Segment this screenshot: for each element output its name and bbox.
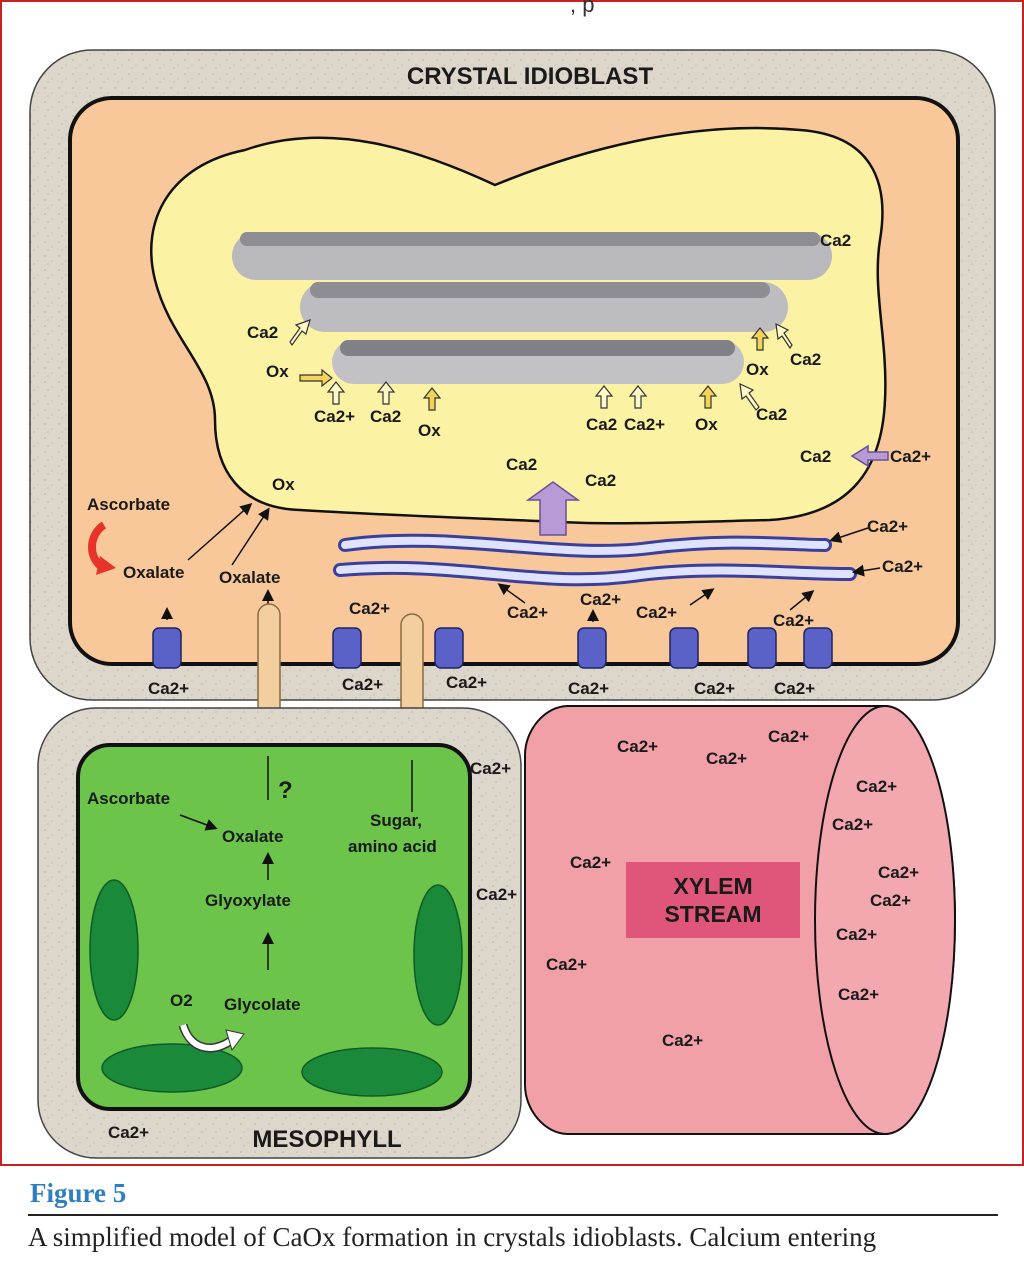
calcium-channel — [747, 627, 777, 669]
chloroplast — [89, 879, 139, 1021]
label-ca2: Ca2 — [586, 415, 617, 434]
label-ca2plus: Ca2+ — [446, 673, 487, 692]
calcium-channel — [434, 627, 464, 669]
ascorbate-label: Ascorbate — [87, 789, 170, 808]
label-ca2plus: Ca2+ — [617, 737, 658, 756]
label-ca2plus: Ca2+ — [570, 853, 611, 872]
label-ox: Ox — [418, 421, 441, 440]
sugar-label: Sugar, — [370, 811, 422, 830]
calcium-channel — [669, 627, 699, 669]
glyoxylate-label: Glyoxylate — [205, 891, 291, 910]
label-ox: Ox — [746, 360, 769, 379]
label-ca2plus: Ca2+ — [507, 603, 548, 622]
label-ca2: Ca2 — [506, 455, 537, 474]
glycolate-label: Glycolate — [224, 995, 301, 1014]
label-ca2plus: Ca2+ — [832, 815, 873, 834]
calcium-channels — [152, 627, 833, 669]
label-ox: Ox — [695, 415, 718, 434]
chloroplast — [301, 1047, 443, 1097]
figure-title: Figure 5 — [30, 1178, 127, 1208]
ascorbate-label: Ascorbate — [87, 495, 170, 514]
label-ca2plus: Ca2+ — [470, 759, 511, 778]
label-ca2plus: Ca2+ — [636, 603, 677, 622]
xylem-title-line2: STREAM — [664, 901, 761, 927]
vacuole-labels: Ca2 Ca2 Ox Ox Ca2 Ca2+ Ca2 Ox Ca2 Ca2+ O… — [247, 231, 931, 494]
oxalate-label: Oxalate — [123, 563, 184, 582]
header-fragment: , p — [570, 0, 594, 17]
mesophyll-cell — [76, 743, 472, 1111]
figure-caption: A simplified model of CaOx formation in … — [28, 1222, 877, 1252]
label-ca2: Ca2 — [800, 447, 831, 466]
label-ca2plus: Ca2+ — [108, 1123, 149, 1142]
mesophyll-labels: ? Ascorbate Oxalate Sugar, amino acid Gl… — [87, 759, 517, 1142]
figure-border — [0, 0, 1024, 1166]
o2-label: O2 — [170, 991, 193, 1010]
chloroplast — [101, 1043, 243, 1093]
xylem-label-box — [626, 862, 800, 938]
oxalate-label: Oxalate — [222, 827, 283, 846]
label-ca2: Ca2 — [247, 323, 278, 342]
label-ca2plus: Ca2+ — [546, 955, 587, 974]
label-ca2: Ca2 — [585, 471, 616, 490]
chloroplasts — [89, 879, 463, 1097]
label-ca2plus: Ca2+ — [662, 1031, 703, 1050]
label-ca2plus: Ca2+ — [694, 679, 735, 698]
calcium-channel — [332, 627, 362, 669]
label-ca2plus: Ca2+ — [349, 599, 390, 618]
tonoplast-import-arrow — [850, 444, 889, 468]
label-ca2plus: Ca2+ — [314, 407, 355, 426]
endoplasmic-reticulum — [333, 533, 857, 587]
xylem-vessel-end — [814, 705, 956, 1135]
calcium-channel — [577, 627, 607, 669]
label-ca2plus: Ca2+ — [878, 863, 919, 882]
label-ca2plus: Ca2+ — [867, 517, 908, 536]
mesophyll-title: MESOPHYLL — [252, 1126, 401, 1153]
label-ca2plus: Ca2+ — [838, 985, 879, 1004]
xylem-title-line1: XYLEM — [673, 873, 752, 899]
label-ca2plus: Ca2+ — [836, 925, 877, 944]
label-ca2plus: Ca2+ — [624, 415, 665, 434]
uptake-arrows — [289, 319, 793, 411]
label-ca2plus: Ca2+ — [870, 891, 911, 910]
label-ca2plus: Ca2+ — [568, 679, 609, 698]
label-ca2plus: Ca2+ — [706, 749, 747, 768]
vacuole-import-arrow — [525, 481, 581, 536]
calcium-channel — [803, 627, 833, 669]
crystals — [232, 232, 832, 384]
label-ca2: Ca2 — [756, 405, 787, 424]
question-mark: ? — [278, 777, 293, 804]
cytoplasm-labels: Ascorbate Oxalate Oxalate Ca2+ Ca2+ Ca2+… — [87, 495, 923, 630]
label-ca2plus: Ca2+ — [148, 679, 189, 698]
label-ca2plus: Ca2+ — [768, 727, 809, 746]
caption-divider — [28, 1214, 998, 1216]
calcium-channel — [152, 627, 182, 669]
amino-acid-label: amino acid — [348, 837, 437, 856]
label-ca2: Ca2 — [820, 231, 851, 250]
label-ca2plus: Ca2+ — [890, 447, 931, 466]
label-ca2: Ca2 — [790, 350, 821, 369]
idioblast-title: CRYSTAL IDIOBLAST — [407, 63, 654, 90]
label-ox: Ox — [266, 362, 289, 381]
label-ca2plus: Ca2+ — [774, 679, 815, 698]
label-ca2plus: Ca2+ — [882, 557, 923, 576]
oxalate-label: Oxalate — [219, 568, 280, 587]
label-ca2plus: Ca2+ — [342, 675, 383, 694]
xylem-labels: Ca2+ Ca2+ Ca2+ Ca2+ Ca2+ Ca2+ Ca2+ Ca2+ … — [546, 727, 919, 1050]
label-ca2plus: Ca2+ — [476, 885, 517, 904]
label-ca2plus: Ca2+ — [856, 777, 897, 796]
membrane-labels: Ca2+ Ca2+ Ca2+ Ca2+ Ca2+ Ca2+ — [148, 673, 815, 698]
label-ca2plus: Ca2+ — [773, 611, 814, 630]
label-ox: Ox — [272, 475, 295, 494]
label-ca2plus: Ca2+ — [580, 590, 621, 609]
label-ca2: Ca2 — [370, 407, 401, 426]
chloroplast — [413, 884, 463, 1026]
